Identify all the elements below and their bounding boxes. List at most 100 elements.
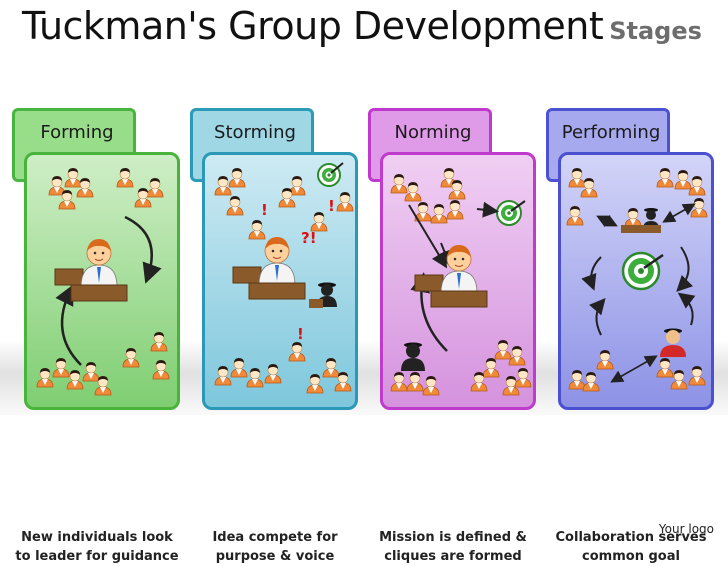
stage-forming: Forming New individuals look to leader f… [12,108,182,564]
arrow-icon [596,214,618,228]
arrow-icon [55,284,82,366]
person-icon [336,192,354,212]
person-icon [690,198,708,218]
question-exclamation-icon: ?! [301,229,317,247]
target-icon [317,162,344,187]
person-icon [688,176,706,196]
stage-label: Storming [214,122,296,143]
person-icon [334,372,352,392]
person-icon [288,342,306,362]
leader-icon [232,237,306,300]
team-members-icon [214,168,354,394]
person-icon [214,366,232,386]
stage-label: Performing [561,122,661,143]
person-icon [470,372,488,392]
stage-caption: New individuals look to leader for guida… [12,528,182,566]
person-icon [228,168,246,188]
exclamation-icon: ! [261,201,268,219]
arrow-icon [589,297,606,336]
stage-label: Forming [40,122,114,143]
person-icon [230,358,248,378]
caption-line: purpose & voice [215,549,335,564]
person-icon [568,168,586,188]
person-icon [656,168,674,188]
caption-line: Mission is defined & [379,530,527,545]
person-icon [82,362,100,382]
red-leader-icon [660,328,686,357]
person-icon [150,332,168,352]
person-icon [502,376,520,396]
storming-illustration: ! ! ?! ! [214,162,354,394]
performing-illustration [566,168,708,392]
person-icon [566,206,584,226]
person-icon [248,220,266,240]
person-icon [52,358,70,378]
person-icon [414,202,432,222]
team-members-icon [390,168,532,396]
person-icon [580,178,598,198]
person-icon [306,374,324,394]
leader-icon [414,245,488,308]
arrow-icon [476,201,499,218]
team-members-icon [566,168,708,392]
person-icon [446,200,464,220]
arrow-icon [677,292,696,326]
person-icon [64,168,82,188]
target-icon [621,251,664,291]
person-icon [264,364,282,384]
person-icon [94,376,112,396]
person-icon [514,368,532,388]
stage-performing: Performing [546,108,716,564]
person-icon [624,208,642,228]
person-icon [430,204,448,224]
forming-illustration [36,168,170,396]
arrow-icon [610,355,658,383]
person-icon [310,212,328,232]
card-performing [558,152,714,410]
person-icon [422,376,440,396]
person-icon [482,358,500,378]
dark-figure-icon [309,282,337,308]
person-icon [406,372,424,392]
person-icon [146,178,164,198]
dark-figure-icon [401,342,425,371]
exclamation-icon: ! [328,197,335,215]
person-icon [246,368,264,388]
stage-storming: Storming ! ! ?! ! [190,108,360,564]
person-icon [122,348,140,368]
leader-icon [54,239,128,302]
person-icon [390,372,408,392]
person-icon [596,350,614,370]
person-icon [58,190,76,210]
person-icon [226,196,244,216]
team-members-icon [36,168,170,396]
caption-line: cliques are formed [384,549,522,564]
person-icon [278,188,296,208]
person-icon [48,176,66,196]
stage-label: Norming [394,122,472,143]
person-icon [152,360,170,380]
caption-line: Collaboration serves [555,530,707,545]
norming-illustration [390,168,532,396]
caption-line: Idea compete for [212,530,338,545]
storming-marks: ! ! ?! ! [261,197,335,343]
logo-text: Your logo [658,522,714,536]
stage-norming: Norming [368,108,538,564]
person-icon [674,170,692,190]
person-icon [66,370,84,390]
card-norming [380,152,536,410]
person-icon [670,370,688,390]
desk-icon [621,225,661,233]
caption-line: New individuals look [21,530,173,545]
person-icon [494,340,512,360]
arrow-icon [581,256,602,291]
person-icon [116,168,134,188]
person-icon [76,178,94,198]
person-icon [582,372,600,392]
target-icon [496,200,526,226]
person-icon [508,346,526,366]
person-icon [134,188,152,208]
exclamation-icon: ! [297,325,304,343]
person-icon [688,366,706,386]
card-storming: ! ! ?! ! [202,152,358,410]
